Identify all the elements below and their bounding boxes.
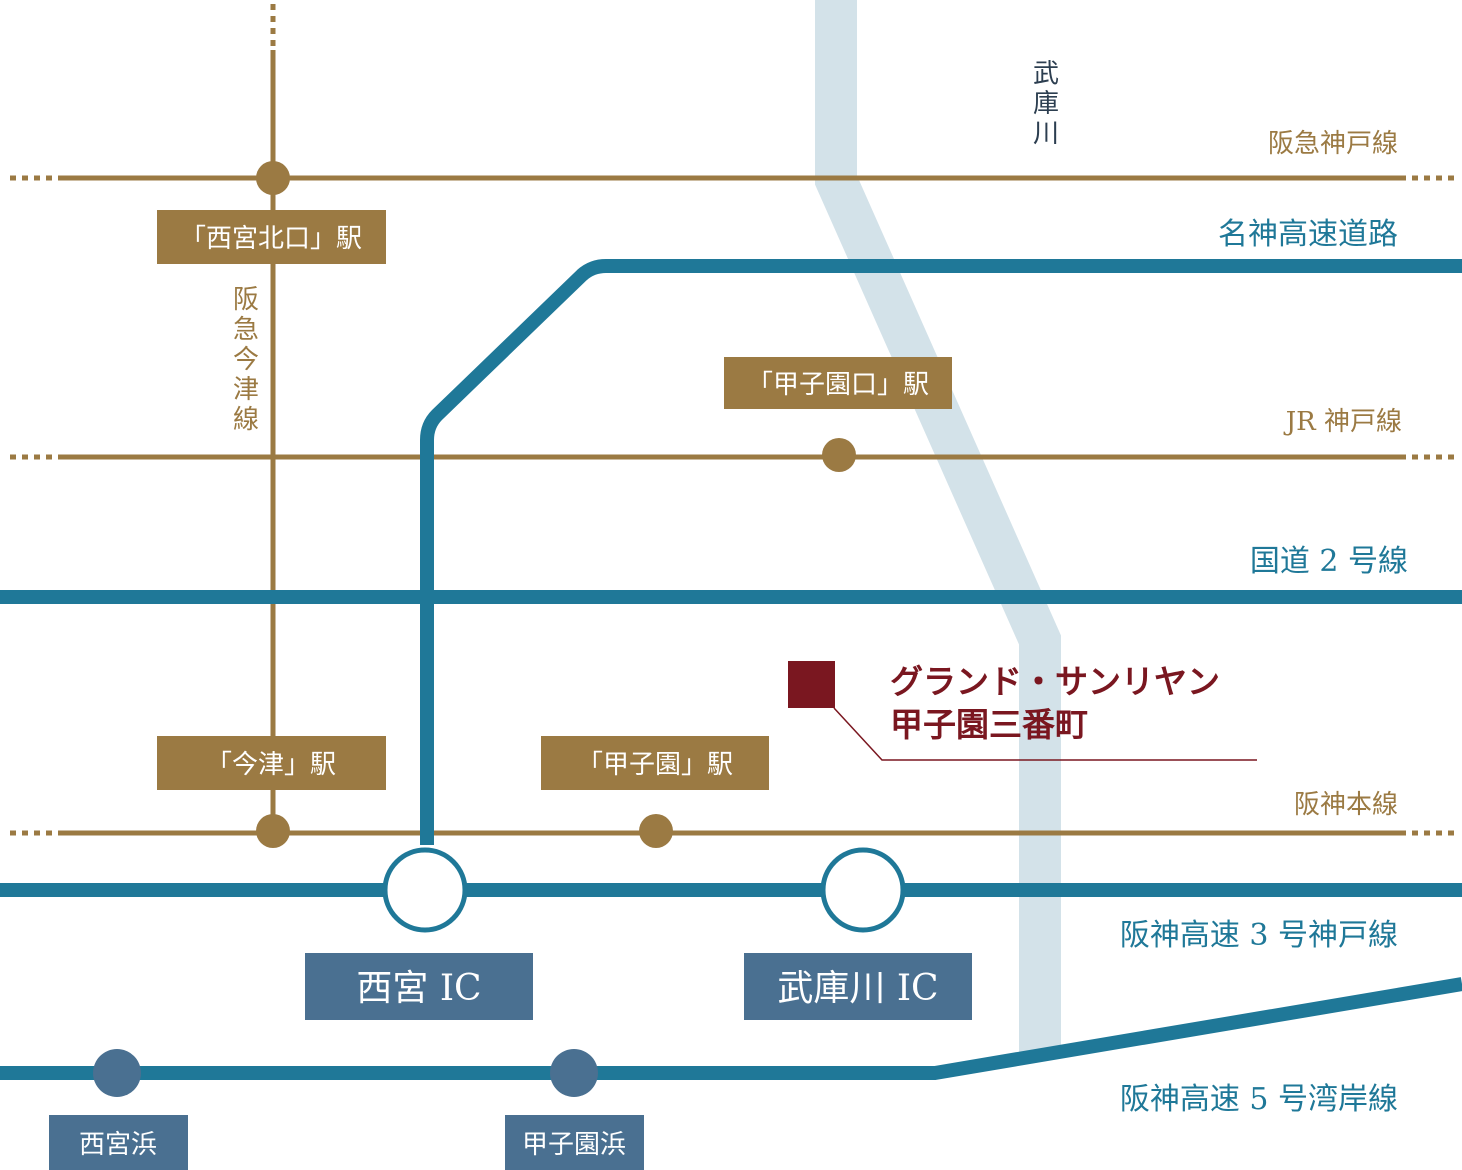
property-name-line1: グランド・サンリヤン <box>890 662 1220 701</box>
mukogawa-ic-circle <box>820 847 906 933</box>
hanshin3-label: 阪神高速 3 号神戸線 <box>1120 918 1398 953</box>
property-name-line2: 甲子園三番町 <box>890 705 1088 744</box>
nishinomiya-hama-dot <box>93 1049 141 1097</box>
rail-lines <box>10 175 1460 836</box>
koshien-label: 「甲子園」駅 <box>577 750 733 780</box>
koshien-box <box>541 736 769 790</box>
mukogawa-ic-box <box>744 953 972 1020</box>
meishin-expressway <box>420 259 1462 845</box>
hanshin-main-label: 阪神本線 <box>1294 790 1398 820</box>
nishinomiya-ic-box <box>305 953 533 1020</box>
koshien-hama-dot <box>550 1049 598 1097</box>
imazu-label: 「今津」駅 <box>206 750 336 780</box>
koshienguchi-label: 「甲子園口」駅 <box>747 370 929 400</box>
nishinomiya-hama-label: 西宮浜 <box>79 1130 157 1160</box>
nishinomiya-kitaguchi-box <box>157 210 386 264</box>
roads <box>0 259 1462 1080</box>
nishinomiya-kitaguchi-dot <box>256 161 290 195</box>
mukogawa-ic-label: 武庫川 IC <box>777 968 938 1009</box>
koshienguchi-box <box>724 357 952 409</box>
nishinomiya-kitaguchi-label: 「西宮北口」駅 <box>180 224 362 254</box>
property-marker <box>788 661 835 708</box>
koshien-hama-label: 甲子園浜 <box>522 1130 626 1160</box>
hanshin5-label: 阪神高速 5 号湾岸線 <box>1120 1082 1398 1117</box>
hanshin5-expressway <box>0 977 1462 1080</box>
koshien-dot <box>639 814 673 848</box>
hankyu-imazu-label: 阪急今津線 <box>233 285 259 435</box>
route2-label: 国道 2 号線 <box>1250 544 1408 579</box>
mukogawa-label: 武庫川 <box>1033 59 1059 149</box>
hankyu-kobe-label: 阪急神戸線 <box>1268 129 1398 159</box>
imazu-box <box>157 736 386 790</box>
koshien-hama-box <box>505 1115 644 1170</box>
nishinomiya-hama-box <box>49 1115 188 1170</box>
koshienguchi-dot <box>822 438 856 472</box>
imazu-dot <box>256 814 290 848</box>
mukogawa-river <box>815 0 1061 1055</box>
property-leader-line <box>833 707 1257 761</box>
nishinomiya-ic-circle <box>382 847 468 933</box>
nishinomiya-ic-label: 西宮 IC <box>356 968 481 1009</box>
meishin-label: 名神高速道路 <box>1218 217 1398 252</box>
jr-kobe-label: JR 神戸線 <box>1283 407 1402 437</box>
